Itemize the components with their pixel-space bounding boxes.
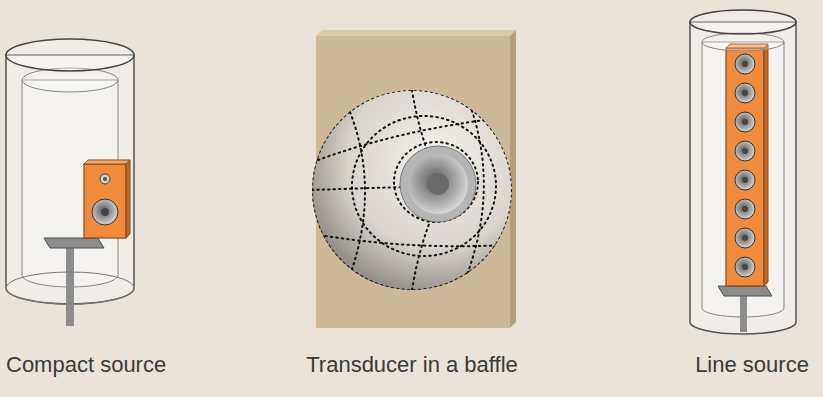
- line-source: [690, 10, 796, 334]
- caption: Transducer in a baffle: [306, 352, 518, 378]
- caption: Line source: [695, 352, 809, 378]
- caption: Compact source: [6, 352, 166, 378]
- baffle-transducer: [312, 30, 516, 328]
- compact-source: [6, 39, 134, 326]
